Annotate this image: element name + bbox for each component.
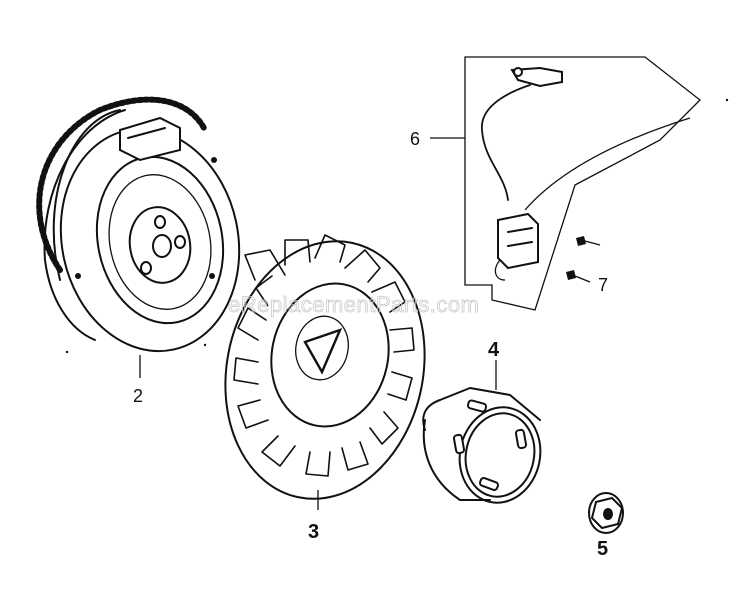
speck	[725, 98, 729, 102]
ignition-coil-part[interactable]	[464, 56, 701, 311]
callout-5[interactable]: 5	[597, 538, 608, 560]
flange-nut-part[interactable]	[588, 492, 624, 534]
callout-4[interactable]: 4	[488, 339, 500, 361]
flywheel-part[interactable]	[36, 96, 259, 368]
callout-2[interactable]: 2	[133, 386, 143, 406]
callout-7[interactable]: 7	[598, 275, 608, 295]
watermark-text: eReplacementParts.com	[228, 292, 479, 317]
speck	[65, 350, 69, 354]
callout-3[interactable]: 3	[308, 521, 319, 543]
starter-pulley-part[interactable]	[422, 387, 549, 510]
callout-6[interactable]: 6	[410, 129, 420, 149]
cooling-fan-part[interactable]	[202, 222, 448, 517]
speck	[203, 343, 207, 347]
bolt-part[interactable]	[566, 236, 601, 283]
